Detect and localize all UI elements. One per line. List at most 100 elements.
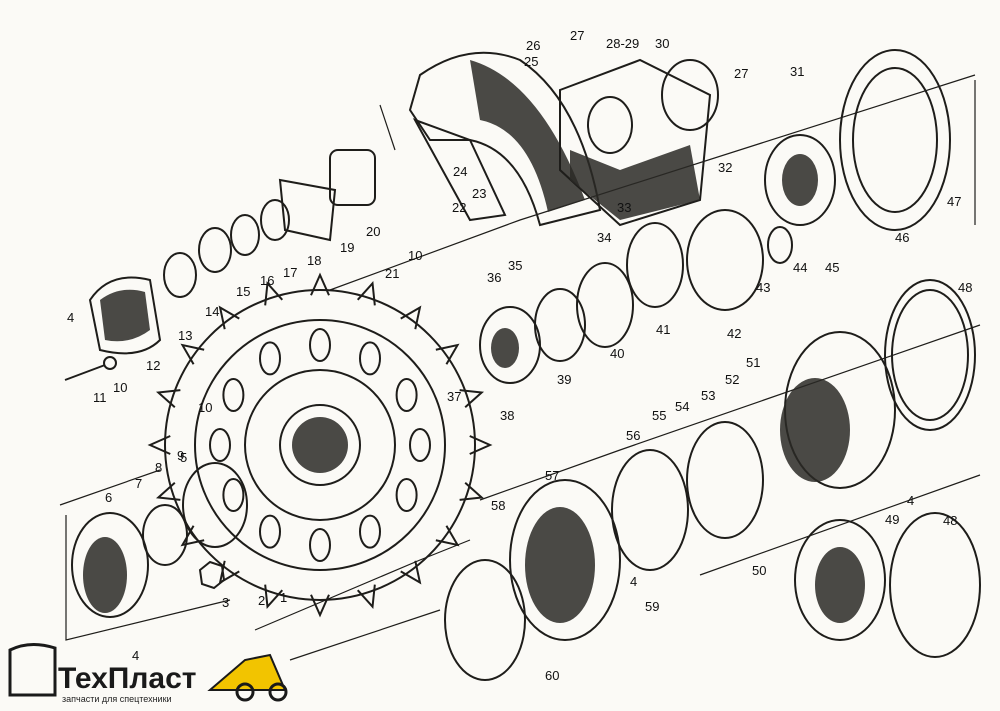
label-23: 23 xyxy=(472,186,486,201)
sprocket-tooth xyxy=(469,435,493,455)
sprocket-tooth xyxy=(400,560,422,585)
label-55: 55 xyxy=(652,408,666,423)
label-48a: 48 xyxy=(958,280,972,295)
label-6: 6 xyxy=(105,490,112,505)
label-59: 59 xyxy=(645,599,659,614)
sprocket-tooth xyxy=(218,305,240,330)
label-32: 32 xyxy=(718,160,732,175)
assembly-axis-lines xyxy=(59,74,981,661)
label-1: 1 xyxy=(280,590,287,605)
label-27a: 27 xyxy=(570,28,584,43)
label-47: 47 xyxy=(947,194,961,209)
label-15: 15 xyxy=(236,284,250,299)
label-7: 7 xyxy=(135,476,142,491)
label-4c: 4 xyxy=(630,574,637,589)
label-3: 3 xyxy=(222,595,229,610)
label-28-29: 28-29 xyxy=(606,36,639,51)
label-11: 11 xyxy=(93,390,107,405)
label-18: 18 xyxy=(307,253,321,268)
sprocket-hole xyxy=(222,378,245,412)
label-52: 52 xyxy=(725,372,739,387)
sprocket-hole xyxy=(395,478,418,512)
sprocket-hole xyxy=(309,528,331,562)
label-22: 22 xyxy=(452,200,466,215)
sprocket-hole xyxy=(309,328,331,362)
label-10c: 10 xyxy=(408,248,422,263)
sprocket-tooth xyxy=(435,343,460,365)
sprocket-hole xyxy=(395,378,418,412)
bracket-housing-part xyxy=(559,58,719,227)
label-39: 39 xyxy=(557,372,571,387)
label-4b: 4 xyxy=(907,493,914,508)
axis-line-bottom xyxy=(289,609,441,661)
guard-shield-part xyxy=(408,51,602,227)
label-60: 60 xyxy=(545,668,559,683)
label-40: 40 xyxy=(610,346,624,361)
label-31: 31 xyxy=(790,64,804,79)
left-hardware-parts xyxy=(64,149,376,618)
axis-line-top xyxy=(379,104,396,151)
label-10a: 10 xyxy=(198,400,212,415)
sprocket-hole xyxy=(222,478,245,512)
label-26: 26 xyxy=(526,38,540,53)
label-58: 58 xyxy=(491,498,505,513)
sprocket-tooth xyxy=(155,389,181,409)
sprocket-hole xyxy=(209,428,231,462)
logo-brand: ТехПласт xyxy=(58,662,197,695)
part-number-labels: 1 2 3 4 5 6 7 8 9 10 11 10 12 13 14 15 1… xyxy=(67,28,972,683)
label-16: 16 xyxy=(260,273,274,288)
label-44: 44 xyxy=(793,260,807,275)
label-45: 45 xyxy=(825,260,839,275)
label-36: 36 xyxy=(487,270,501,285)
sprocket-tooth xyxy=(147,435,171,455)
axis-line-mid xyxy=(479,324,981,501)
sprocket-tooth xyxy=(356,280,376,306)
label-14: 14 xyxy=(205,304,219,319)
axis-line-lower xyxy=(254,539,471,631)
label-13: 13 xyxy=(178,328,192,343)
center-hardware-parts xyxy=(479,49,951,384)
label-49: 49 xyxy=(885,512,899,527)
label-19: 19 xyxy=(340,240,354,255)
axis-bracket-left xyxy=(65,515,231,641)
label-57: 57 xyxy=(545,468,559,483)
label-37: 37 xyxy=(447,389,461,404)
label-30: 30 xyxy=(655,36,669,51)
label-35: 35 xyxy=(508,258,522,273)
sprocket-tooth xyxy=(459,389,485,409)
techplast-logo: ТехПласт запчасти для спецтехники xyxy=(8,643,288,704)
label-21: 21 xyxy=(385,266,399,281)
sprocket-hole xyxy=(359,514,381,549)
sprocket-tooth xyxy=(264,584,284,610)
label-12: 12 xyxy=(146,358,160,373)
axis-line-left xyxy=(59,469,161,506)
label-42: 42 xyxy=(727,326,741,341)
label-17: 17 xyxy=(283,265,297,280)
sprocket-teeth xyxy=(147,272,493,618)
sprocket-holes xyxy=(209,328,431,562)
label-34: 34 xyxy=(597,230,611,245)
label-2: 2 xyxy=(258,593,265,608)
label-5: 5 xyxy=(180,450,187,465)
excavator-icon xyxy=(207,653,287,691)
sprocket-hole xyxy=(409,428,431,462)
sprocket-tooth xyxy=(400,305,422,330)
label-8: 8 xyxy=(155,460,162,475)
label-43: 43 xyxy=(756,280,770,295)
logo-tagline: запчасти для спецтехники xyxy=(62,694,172,704)
label-48b: 48 xyxy=(943,513,957,528)
sprocket-wheel-part xyxy=(147,272,493,618)
label-46: 46 xyxy=(895,230,909,245)
sprocket-tooth xyxy=(180,343,205,365)
label-41: 41 xyxy=(656,322,670,337)
label-9: 9 xyxy=(177,448,184,463)
axis-line-upper xyxy=(329,74,976,291)
sprocket-hole xyxy=(359,341,381,376)
label-4d: 4 xyxy=(67,310,74,325)
label-38: 38 xyxy=(500,408,514,423)
label-10b: 10 xyxy=(113,380,127,395)
sprocket-tooth xyxy=(310,594,330,618)
label-33: 33 xyxy=(617,200,631,215)
label-54: 54 xyxy=(675,399,689,414)
